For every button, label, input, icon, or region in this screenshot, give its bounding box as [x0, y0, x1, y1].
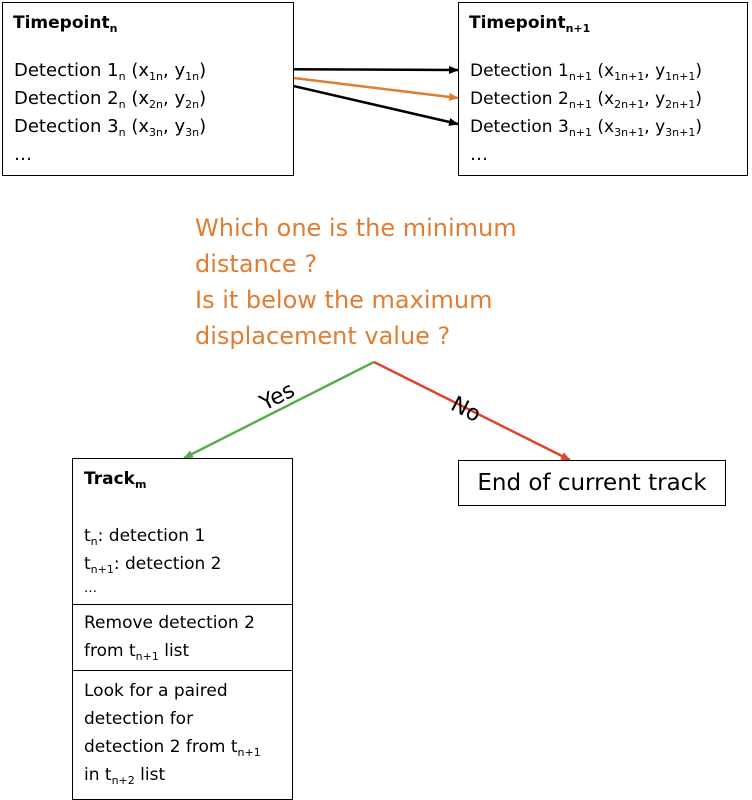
detection-2-n: Detection 2n (x2n, y2n) — [14, 88, 207, 111]
track-divider-2 — [73, 670, 292, 671]
arrow-no — [373, 360, 571, 462]
detection-2-n1: Detection 2n+1 (x2n+1, y2n+1) — [470, 89, 702, 111]
timepoint-n1-more: … — [470, 144, 488, 165]
remove-line-2: from tn+1 list — [84, 641, 190, 663]
timepoint-n1-box: Timepointn+1 Detection 1n+1 (x1n+1, y1n+… — [458, 2, 748, 176]
look-line-4: in tn+2 list — [84, 765, 166, 787]
timepoint-n-more: … — [14, 144, 32, 165]
question-line-4: displacement value ? — [195, 322, 451, 350]
look-line-2: detection for — [84, 709, 194, 729]
question-line-2: distance ? — [195, 250, 318, 278]
track-entry-1: tn: detection 1 — [84, 526, 206, 548]
remove-line-1: Remove detection 2 — [84, 613, 255, 633]
look-line-3: detection 2 from tn+1 — [84, 737, 261, 759]
question-line-3: Is it below the maximum — [195, 286, 493, 314]
question-line-1: Which one is the minimum — [195, 214, 517, 242]
track-entry-2: tn+1: detection 2 — [84, 554, 222, 576]
track-title: Trackm — [84, 469, 147, 491]
track-divider-1 — [73, 604, 292, 605]
detection-1-n1: Detection 1n+1 (x1n+1, y1n+1) — [470, 61, 702, 83]
detection-3-n1: Detection 3n+1 (x3n+1, y3n+1) — [470, 117, 702, 139]
question-text: Which one is the minimum distance ? Is i… — [195, 210, 555, 354]
detection-3-n: Detection 3n (x3n, y3n) — [14, 116, 207, 139]
timepoint-n-box: Timepointn Detection 1n (x1n, y1n) Detec… — [2, 2, 294, 176]
look-line-1: Look for a paired — [84, 681, 228, 701]
detection-1-n: Detection 1n (x1n, y1n) — [14, 60, 207, 83]
timepoint-n1-title: Timepointn+1 — [469, 13, 591, 35]
arrow-yes — [183, 360, 375, 460]
timepoint-n-title: Timepointn — [13, 13, 118, 35]
track-more: … — [84, 581, 97, 596]
end-of-track-label: End of current track — [477, 470, 707, 496]
end-of-track-box: End of current track — [458, 460, 726, 506]
track-box: Trackm tn: detection 1 tn+1: detection 2… — [72, 458, 293, 800]
